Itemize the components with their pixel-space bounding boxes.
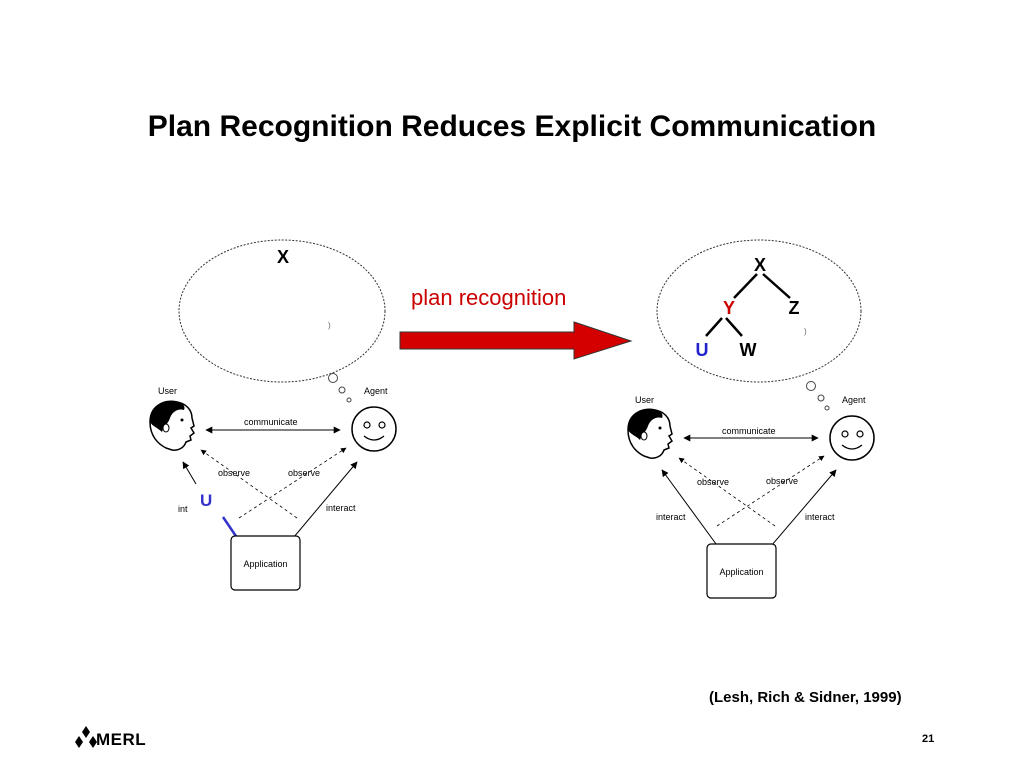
left-interact-right-label: interact [326, 503, 356, 513]
plan-recognition-arrow-shape [399, 321, 633, 360]
left-application-label: Application [243, 559, 287, 569]
left-bubble-goal-label: X [277, 247, 289, 267]
right-observe-left-arrow [678, 457, 776, 527]
tree-edge-y-u [705, 317, 723, 337]
left-bubble-dot-large [328, 373, 338, 383]
left-bubble-dot-small [346, 397, 352, 403]
right-user-label: User [635, 395, 654, 405]
merl-logo-icon [75, 726, 97, 748]
tree-node-leaf-left: U [696, 340, 709, 360]
left-observe-left-arrow [200, 449, 298, 519]
right-interact-left-label: interact [656, 512, 686, 522]
merl-logo-text: MERL [96, 730, 147, 749]
tree-edge-x-z [762, 273, 791, 299]
left-observe-left-label: observe [218, 468, 250, 478]
citation: (Lesh, Rich & Sidner, 1999) [709, 689, 902, 706]
left-observe-right-label: observe [288, 468, 320, 478]
left-agent-smiley-icon [351, 406, 397, 452]
right-agent-label: Agent [842, 395, 866, 405]
left-interact-right-arrow [282, 461, 358, 551]
tree-edge-y-w [725, 317, 743, 337]
right-bubble-dot-medium [817, 394, 825, 402]
slide-title: Plan Recognition Reduces Explicit Commun… [147, 110, 877, 143]
plan-recognition-label: plan recognition [411, 285, 566, 310]
right-bubble-dot-small [824, 405, 830, 411]
right-application-label: Application [719, 567, 763, 577]
left-interact-left-arrow [182, 461, 197, 485]
tree-node-left-child: Y [723, 298, 735, 318]
right-agent-smiley-icon [829, 415, 875, 461]
left-bubble-dot-medium [338, 386, 346, 394]
right-communicate-label: communicate [722, 426, 776, 436]
right-observe-left-label: observe [697, 477, 729, 487]
right-bubble-dot-large [806, 381, 816, 391]
right-interact-right-label: interact [805, 512, 835, 522]
page-number: 21 [922, 733, 935, 745]
left-user-action-label: U [200, 491, 212, 510]
tree-node-right-child: Z [789, 298, 800, 318]
right-user-head-icon [627, 408, 673, 459]
left-application-box [230, 535, 301, 591]
right-bubble-small-mark: ) [804, 327, 807, 336]
left-interact-left-label: int [178, 504, 188, 514]
right-thought-bubble [656, 239, 862, 383]
left-user-head-icon [149, 400, 195, 451]
left-user-label: User [158, 386, 177, 396]
left-thought-bubble [178, 239, 386, 383]
plan-recognition-arrow: plan recognition [399, 285, 633, 360]
left-diagram: X ) User Agent communicate observe obser… [149, 239, 397, 591]
left-communicate-label: communicate [244, 417, 298, 427]
left-agent-label: Agent [364, 386, 388, 396]
tree-node-leaf-right: W [740, 340, 757, 360]
tree-edge-x-y [733, 273, 758, 299]
right-diagram: ) X Y Z U W User Agent communicate [627, 239, 875, 599]
left-bubble-small-mark: ) [328, 321, 331, 330]
tree-node-root: X [754, 255, 766, 275]
right-application-box [706, 543, 777, 599]
right-observe-right-label: observe [766, 476, 798, 486]
